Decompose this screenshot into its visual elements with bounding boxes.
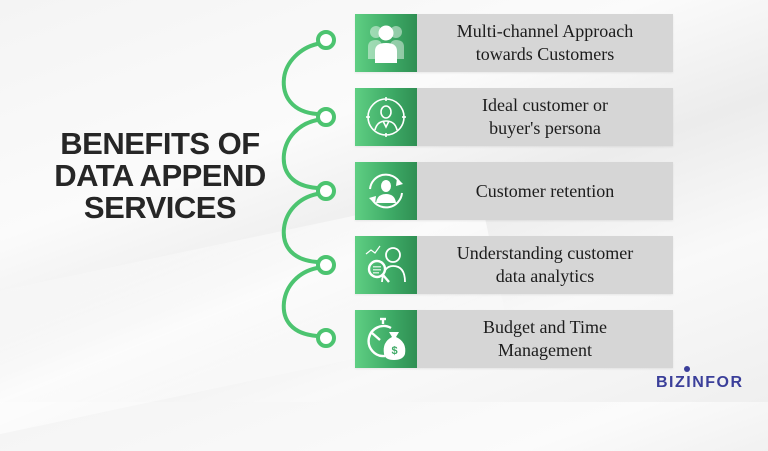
benefit-text: Budget and Time Management (417, 310, 673, 368)
timeline-node-3 (316, 181, 336, 201)
benefit-text-line-2: towards Customers (475, 44, 615, 64)
timeline-node-4 (316, 255, 336, 275)
benefit-item-1: Multi-channel Approach towards Customers (355, 14, 673, 72)
timeline-node-2 (316, 107, 336, 127)
svg-text:$: $ (391, 345, 397, 357)
benefit-text: Ideal customer or buyer's persona (417, 88, 673, 146)
benefit-text-line-2: buyer's persona (489, 118, 601, 138)
benefit-text-line-2: Management (498, 340, 592, 360)
benefit-item-4: Understanding customer data analytics (355, 236, 673, 294)
benefit-item-2: Ideal customer or buyer's persona (355, 88, 673, 146)
stopwatch-money-bag-icon: $ (355, 310, 417, 368)
title-line-3: SERVICES (83, 190, 237, 225)
benefit-item-5: $ Budget and Time Management (355, 310, 673, 368)
users-group-icon (355, 14, 417, 72)
benefit-text-line-1: Budget and Time (482, 317, 607, 337)
benefit-item-3: Customer retention (355, 162, 673, 220)
benefit-text-line-1: Customer retention (475, 180, 615, 201)
benefit-text: Multi-channel Approach towards Customers (417, 14, 673, 72)
target-persona-icon (355, 88, 417, 146)
title-line-2: DATA APPEND (54, 158, 266, 193)
timeline-node-5 (316, 328, 336, 348)
title-line-1: BENEFITS OF (60, 126, 260, 161)
customer-retention-cycle-icon (355, 162, 417, 220)
connector-timeline (281, 30, 336, 348)
benefit-text: Understanding customer data analytics (417, 236, 673, 294)
benefit-text-line-2: data analytics (495, 266, 595, 286)
timeline-node-1 (316, 30, 336, 50)
benefit-text: Customer retention (417, 162, 673, 220)
brand-logo: BIZINFOR (656, 374, 744, 391)
benefit-text-line-1: Understanding customer (456, 243, 634, 263)
benefit-text-line-1: Ideal customer or (482, 95, 608, 115)
logo-heart-icon (684, 366, 690, 372)
benefit-text-line-1: Multi-channel Approach (456, 21, 634, 41)
page-title: BENEFITS OF DATA APPEND SERVICES (30, 128, 290, 224)
analytics-magnifier-person-icon (355, 236, 417, 294)
